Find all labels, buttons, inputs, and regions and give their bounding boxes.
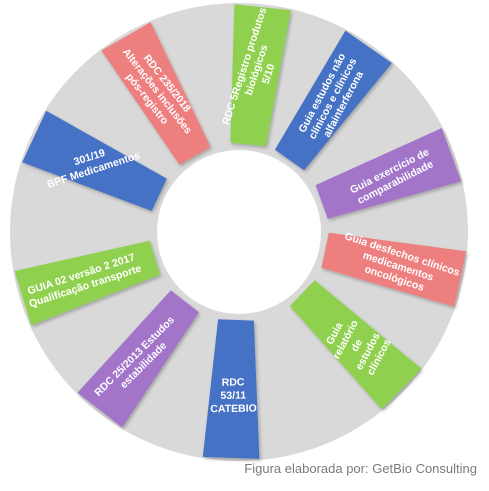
segment-label: RDC53/11CATEBIO [210, 376, 257, 415]
segment-wedge [22, 110, 167, 211]
segment-label: Guiarelatóriodeestudosclínicos [320, 312, 395, 378]
segment-wedge [101, 22, 211, 165]
segment-wedge [202, 319, 260, 459]
segment-wedge [321, 232, 466, 307]
segment-wedge [289, 280, 422, 410]
segment-5: Guiarelatóriodeestudosclínicos [289, 280, 422, 410]
segment-wedge [274, 30, 392, 171]
segment-wedge [230, 4, 291, 147]
segment-label-line: RDC [222, 376, 245, 388]
center-hole [157, 150, 321, 314]
segment-6: RDC53/11CATEBIO [202, 319, 260, 459]
figure-credit: Figura elaborada por: GetBio Consulting [244, 461, 477, 476]
segment-wedge [315, 128, 462, 219]
segment-wedge [77, 290, 199, 428]
segment-label-line: de [349, 337, 365, 354]
segment-wedge [14, 240, 161, 326]
segment-label-line: 53/11 [220, 389, 246, 401]
segment-9: 301/19BPF Medicamentos [22, 110, 167, 211]
segment-label-line: CATEBIO [210, 402, 257, 415]
